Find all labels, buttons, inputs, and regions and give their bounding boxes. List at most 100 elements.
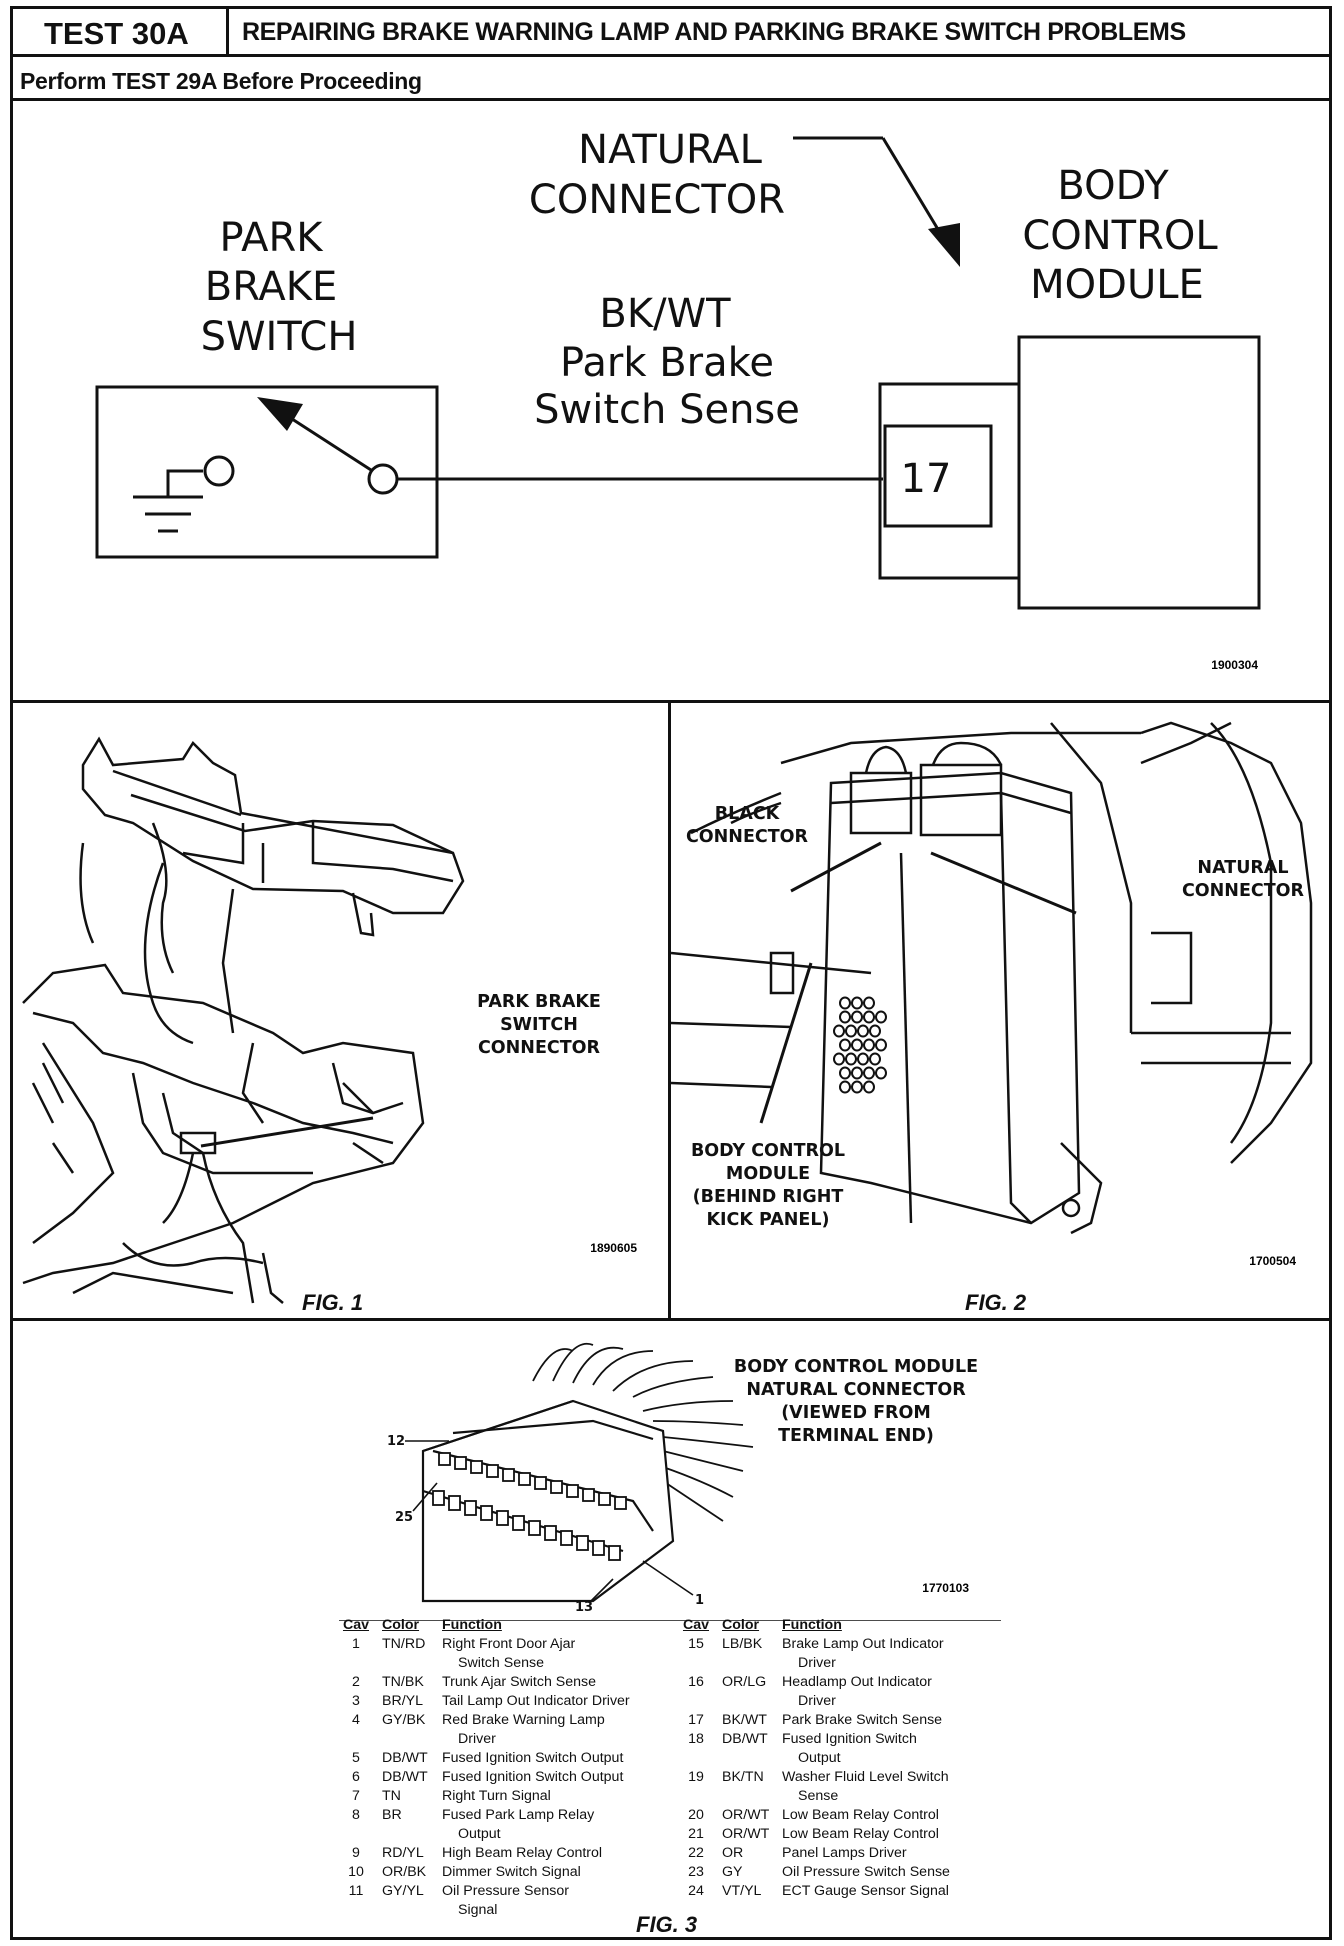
fig-divider (668, 700, 671, 1320)
circuit-function: Low Beam Relay Control (782, 1825, 996, 1844)
fig2-code: 1700504 (1249, 1254, 1296, 1268)
cavity-number: 22 (688, 1845, 704, 1861)
wire-function-label-2: Switch Sense (534, 387, 800, 433)
wire-color: OR (722, 1845, 744, 1861)
vent-hole (851, 996, 863, 1010)
cavity-row-top (432, 1452, 627, 1561)
vent-hole (839, 1038, 851, 1052)
circuit-function: Trunk Ajar Switch Sense (442, 1673, 666, 1692)
connector-pointer-arrow (793, 136, 960, 267)
fig3-divider (10, 1318, 1332, 1321)
fig3-title-3: (VIEWED FROM (781, 1403, 931, 1423)
fig1-illustration: PARK BRAKE SWITCH CONNECTOR 1890605 (22, 736, 637, 1304)
module-label-1: BODY CONTROL (691, 1141, 845, 1161)
header-cav: Cav (342, 1617, 370, 1633)
wire-color: VT/YL (722, 1883, 762, 1899)
vent-hole (839, 1066, 851, 1080)
function-line: Panel Lamps Driver (782, 1845, 907, 1861)
function-line: Trunk Ajar Switch Sense (442, 1674, 597, 1690)
switch-label-1: PARK (220, 215, 325, 261)
circuit-function: Dimmer Switch Signal (442, 1863, 666, 1882)
wire-color: DB/WT (382, 1769, 428, 1785)
natural-connector-label-1: NATURAL (1197, 858, 1288, 878)
cavity (544, 1525, 557, 1541)
circuit-function: Fused Ignition Switch Output (442, 1768, 666, 1787)
wire-color: GY/BK (382, 1712, 426, 1728)
vent-hole (869, 1024, 881, 1038)
function-continuation: Driver (798, 1693, 836, 1709)
switch-contact-ground (203, 455, 235, 487)
park-brake-switch-box (95, 385, 439, 559)
switch-label-2: BRAKE (205, 264, 337, 310)
vent-holes (833, 996, 887, 1094)
header-function: Function (442, 1617, 502, 1633)
vent-hole (839, 996, 851, 1010)
black-connector-callout-line (790, 841, 882, 893)
wire-color: DB/WT (382, 1750, 428, 1766)
wiring-schematic: PARK BRAKE SWITCH NATURAL CONNECTOR BODY… (95, 127, 1261, 672)
wire-color: BR/YL (382, 1693, 424, 1709)
cavity-number: 15 (688, 1636, 704, 1652)
cavity-number: 18 (688, 1731, 704, 1747)
pin-label-1: 1 (695, 1593, 704, 1608)
function-continuation: Driver (798, 1655, 836, 1671)
circuit-function: Park Brake Switch Sense (782, 1711, 996, 1730)
header-function: Function (782, 1617, 842, 1633)
schematic-divider (10, 700, 1332, 703)
cavity-number: 6 (352, 1769, 360, 1785)
header-color: Color (722, 1617, 760, 1633)
switch-lever-arrow (257, 397, 372, 472)
circuit-function: Tail Lamp Out Indicator Driver (442, 1692, 666, 1711)
wire-color: BK/WT (722, 1712, 767, 1728)
vent-hole (845, 1024, 857, 1038)
wire-color: OR/WT (722, 1807, 770, 1823)
fig1-callout-2: SWITCH (500, 1015, 578, 1035)
wire-color: LB/BK (722, 1636, 763, 1652)
wire-function-label-1: Park Brake (560, 340, 774, 386)
vent-hole (875, 1038, 887, 1052)
schematic-code: 1900304 (1211, 658, 1258, 672)
cavity (448, 1495, 461, 1511)
cavity (502, 1468, 515, 1482)
wire-color: OR/LG (722, 1674, 767, 1690)
test-id: TEST 30A (44, 16, 189, 51)
connector-label-1: NATURAL (578, 127, 762, 173)
cavity (438, 1452, 451, 1466)
function-line: Low Beam Relay Control (782, 1826, 939, 1842)
black-connector-label-1: BLACK (715, 804, 781, 824)
circuit-function: ECT Gauge Sensor Signal (782, 1882, 996, 1901)
vent-hole (851, 1038, 863, 1052)
page-title: REPAIRING BRAKE WARNING LAMP AND PARKING… (242, 18, 1186, 46)
module-label-1: BODY (1057, 163, 1169, 209)
module-label-2: MODULE (726, 1164, 810, 1184)
cavity-number: 20 (688, 1807, 704, 1823)
park-brake-callout-line (200, 1116, 374, 1148)
cavity-number: 17 (688, 1712, 704, 1728)
vent-hole (851, 1080, 863, 1094)
function-continuation: Sense (798, 1788, 839, 1804)
cavity (432, 1490, 445, 1506)
natural-connector-callout-line (930, 851, 1077, 915)
fig3-title-1: BODY CONTROL MODULE (734, 1357, 978, 1377)
header-divider (10, 54, 1332, 57)
wire-color-label: BK/WT (599, 291, 731, 337)
cavity-number: 3 (352, 1693, 360, 1709)
wire-color: BR (382, 1807, 402, 1823)
cavity (550, 1480, 563, 1494)
vent-hole (863, 1038, 875, 1052)
module-label-3: (BEHIND RIGHT (693, 1187, 844, 1207)
cavity-number: 7 (352, 1788, 360, 1804)
